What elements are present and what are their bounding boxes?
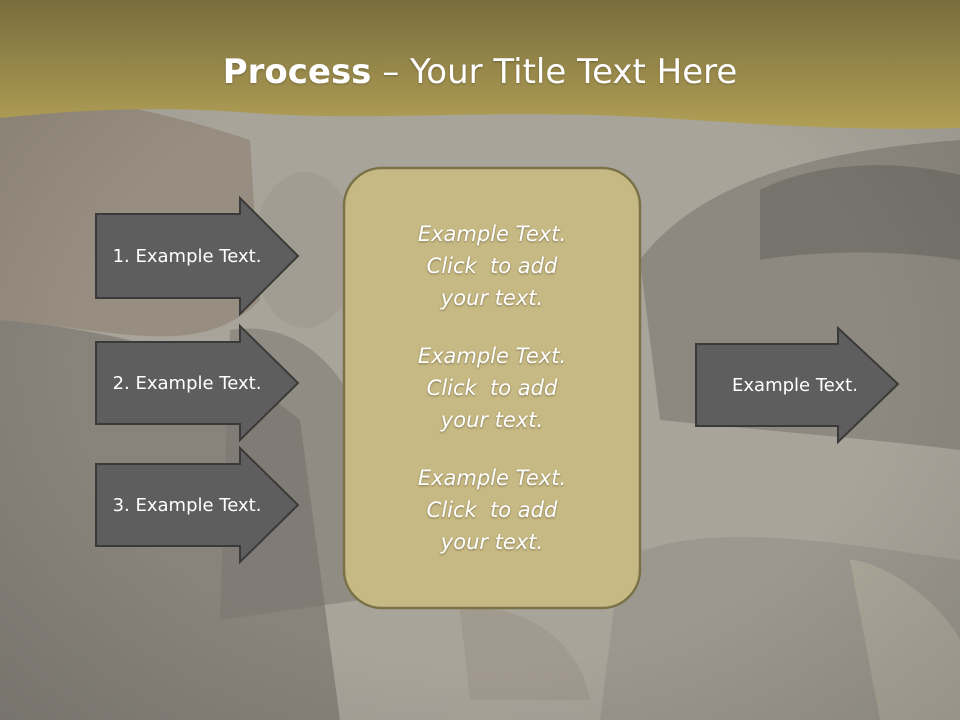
left-arrow-shape-3[interactable] — [95, 445, 300, 565]
left-arrow-shape-1[interactable] — [95, 195, 300, 317]
title-bold: Process — [222, 52, 372, 92]
left-arrow-shape-2[interactable] — [95, 323, 300, 443]
right-arrow-shape[interactable] — [695, 325, 900, 445]
slide-title[interactable]: Process – Your Title Text Here — [0, 52, 960, 92]
center-text-box-shape[interactable] — [342, 166, 642, 610]
title-rest: – Your Title Text Here — [371, 52, 738, 92]
